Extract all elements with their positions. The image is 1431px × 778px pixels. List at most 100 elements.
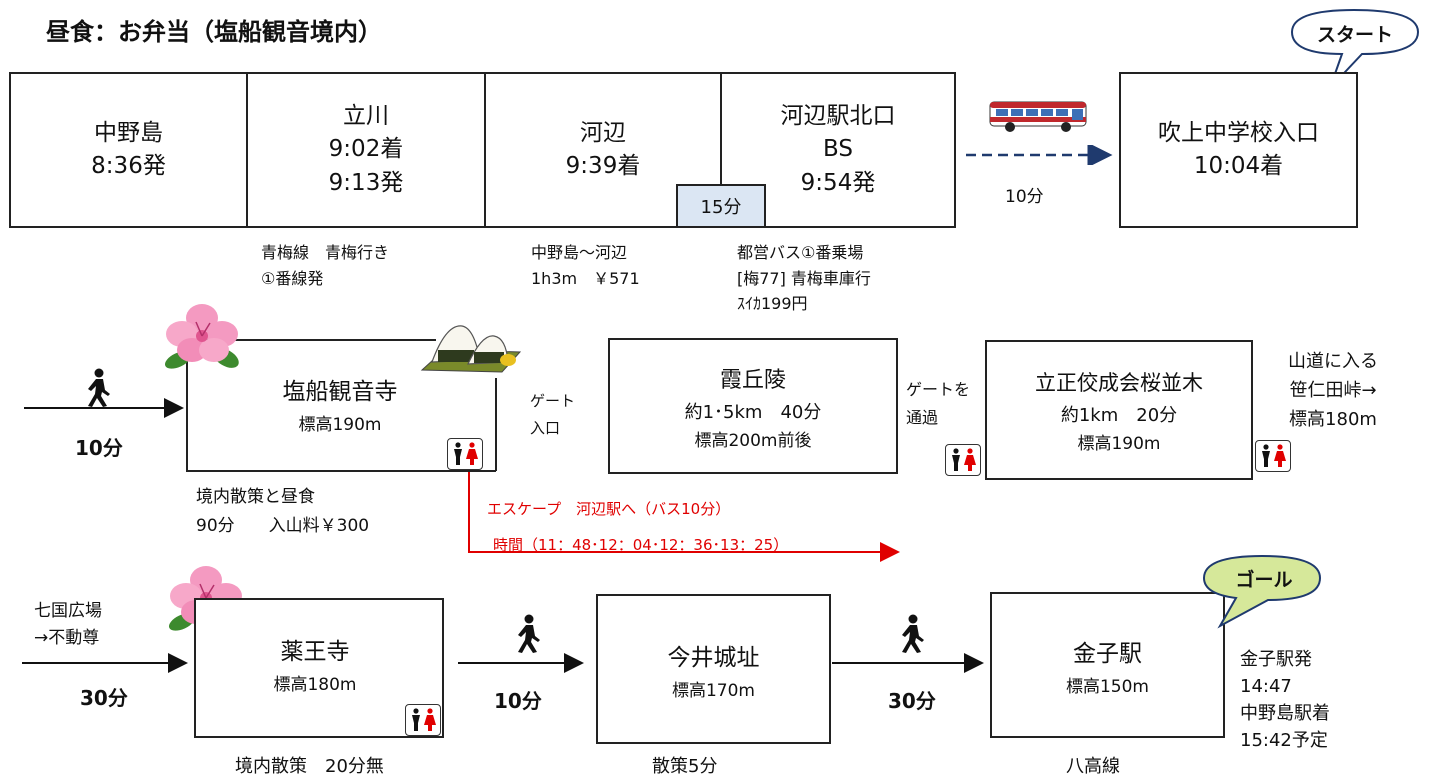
yakuoji-label: 薬王寺 標高180m bbox=[210, 632, 420, 695]
walker-icon bbox=[902, 614, 924, 653]
shiofune-notes: 境内散策と昼食 90分 入山料￥300 bbox=[196, 483, 369, 541]
station-time: 9:54発 bbox=[800, 169, 876, 196]
walk-arrow bbox=[458, 653, 584, 673]
note-line: 境内散策と昼食 bbox=[196, 487, 315, 507]
onigiri-icon bbox=[420, 325, 522, 373]
page-title: 昼食：お弁当（塩船観音境内） bbox=[46, 18, 382, 46]
note-line: ゲート bbox=[530, 392, 576, 410]
place-distance: 約1･5km 40分 bbox=[684, 401, 822, 423]
note-line: 金子駅発 bbox=[1240, 649, 1312, 670]
note-bus: 都営バス①番乗場 [梅77] 青梅車庫行 ｽｲｶ199円 bbox=[737, 240, 871, 317]
station-time-depart: 9:13発 bbox=[328, 169, 404, 196]
note-line: 都営バス①番乗場 bbox=[737, 243, 864, 262]
destination-name: 吹上中学校入口 bbox=[1158, 119, 1319, 146]
bus-ride-time: 10分 bbox=[1005, 187, 1044, 207]
station-box-fukiage: 吹上中学校入口 10:04着 bbox=[1119, 72, 1358, 228]
place-elevation: 標高180m bbox=[273, 675, 357, 695]
escape-bus-times: 時間（11：48･12：04･12：36･13：25） bbox=[493, 536, 789, 554]
yakuoji-box bbox=[194, 598, 444, 738]
place-name: 今井城址 bbox=[667, 644, 760, 671]
start-label: スタート bbox=[1316, 24, 1393, 46]
note-line: 1h3m ￥571 bbox=[531, 268, 640, 288]
place-name: 金子駅 bbox=[1073, 640, 1142, 667]
return-schedule-note: 金子駅発 14:47 中野島駅着 15:42予定 bbox=[1240, 646, 1330, 754]
note-line: 通過 bbox=[906, 408, 939, 427]
rissho-sakura-box: 立正佼成会桜並木 約1km 20分 標高190m bbox=[985, 340, 1253, 480]
kaneko-station-box: 金子駅 標高150m bbox=[990, 592, 1225, 738]
station-name: 河辺 bbox=[580, 119, 626, 146]
note-line: 中野島駅着 bbox=[1240, 703, 1330, 724]
note-line: 入口 bbox=[530, 419, 561, 437]
start-speech-bubble bbox=[1290, 8, 1420, 89]
station-name: 中野島 bbox=[94, 119, 163, 146]
gate-pass-label: ゲートを 通過 bbox=[906, 376, 970, 432]
note-line: 14:47 bbox=[1240, 676, 1292, 697]
transfer-time-badge: 15分 bbox=[676, 184, 766, 228]
place-elevation: 標高190m bbox=[1077, 433, 1161, 454]
bus-route-arrow bbox=[966, 145, 1113, 165]
note-line: 七国広場 bbox=[34, 601, 102, 621]
note-line: 90分 入山料￥300 bbox=[196, 515, 370, 536]
note-fare: 中野島～河辺 1h3m ￥571 bbox=[531, 240, 640, 291]
route-start-note: 七国広場 →不動尊 bbox=[34, 598, 102, 652]
walk-arrow bbox=[832, 653, 984, 673]
station-box-kabe: 河辺 9:39着 bbox=[484, 72, 722, 228]
toilet-icon bbox=[405, 704, 441, 736]
toilet-icon bbox=[1255, 440, 1291, 472]
station-name: 立川 bbox=[343, 102, 389, 129]
toilet-icon bbox=[447, 438, 483, 470]
station-name: 河辺駅北口 bbox=[780, 102, 896, 129]
goal-speech-bubble bbox=[1202, 554, 1322, 629]
walk-time: 30分 bbox=[888, 689, 936, 713]
note-line: 青梅線 青梅行き bbox=[261, 243, 390, 262]
goal-label: ゴール bbox=[1235, 569, 1293, 591]
place-elevation: 標高150m bbox=[1065, 676, 1149, 697]
note-line: 笹仁田峠→ bbox=[1289, 379, 1377, 401]
walker-icon bbox=[88, 368, 110, 407]
place-elevation: 標高170m bbox=[671, 680, 755, 701]
escape-route-arrow bbox=[468, 472, 900, 562]
place-name: 立正佼成会桜並木 bbox=[1035, 370, 1203, 395]
kasumi-hills-box: 霞丘陵 約1･5km 40分 標高200m前後 bbox=[608, 338, 898, 474]
shiofune-label: 塩船観音寺 標高190m bbox=[230, 372, 450, 435]
note-ome-line: 青梅線 青梅行き ①番線発 bbox=[261, 240, 389, 291]
note-line: ゲートを bbox=[906, 380, 971, 399]
note-line: 中野島～河辺 bbox=[531, 243, 628, 262]
place-name: 塩船観音寺 bbox=[282, 379, 398, 405]
note-line: 山道に入る bbox=[1288, 351, 1378, 372]
walk-time: 10分 bbox=[494, 689, 542, 713]
place-elevation: 標高200m前後 bbox=[694, 430, 812, 451]
station-time-arrive: 9:02着 bbox=[328, 136, 404, 163]
note-line: →不動尊 bbox=[34, 628, 100, 649]
place-name: 霞丘陵 bbox=[719, 367, 786, 393]
toilet-icon bbox=[945, 444, 981, 476]
imai-castle-box: 今井城址 標高170m bbox=[596, 594, 831, 744]
station-sub: BS bbox=[823, 136, 853, 163]
azalea-flower-icon bbox=[164, 304, 239, 369]
walker-icon bbox=[518, 614, 540, 653]
walk-time: 10分 bbox=[75, 436, 123, 460]
yakuoji-note: 境内散策 20分無 bbox=[235, 756, 384, 777]
note-line: ｽｲｶ199円 bbox=[737, 294, 808, 314]
place-elevation: 標高190m bbox=[298, 415, 382, 435]
walk-time: 30分 bbox=[80, 686, 128, 710]
place-distance: 約1km 20分 bbox=[1060, 404, 1178, 426]
destination-time: 10:04着 bbox=[1193, 153, 1284, 179]
hachiko-line-note: 八高線 bbox=[1066, 756, 1120, 777]
station-box-tachikawa: 立川 9:02着 9:13発 bbox=[246, 72, 486, 228]
note-line: 15:42予定 bbox=[1240, 730, 1328, 751]
note-line: [梅77] 青梅車庫行 bbox=[737, 268, 871, 288]
place-name: 薬王寺 bbox=[280, 639, 350, 665]
walk-arrow bbox=[24, 398, 184, 418]
station-box-nakanoshima: 中野島 8:36発 bbox=[9, 72, 248, 228]
note-line: 標高180m bbox=[1289, 408, 1377, 430]
gate-entrance-label: ゲート 入口 bbox=[530, 388, 575, 442]
imai-note: 散策5分 bbox=[652, 756, 718, 777]
station-time: 8:36発 bbox=[91, 153, 166, 179]
station-time: 9:39着 bbox=[565, 153, 641, 179]
walk-arrow bbox=[22, 653, 188, 673]
mountain-path-note: 山道に入る 笹仁田峠→ 標高180m bbox=[1288, 348, 1378, 434]
escape-route-label: エスケープ 河辺駅へ（バス10分） bbox=[487, 500, 731, 518]
note-line: ①番線発 bbox=[261, 268, 324, 288]
bus-icon bbox=[989, 101, 1087, 132]
